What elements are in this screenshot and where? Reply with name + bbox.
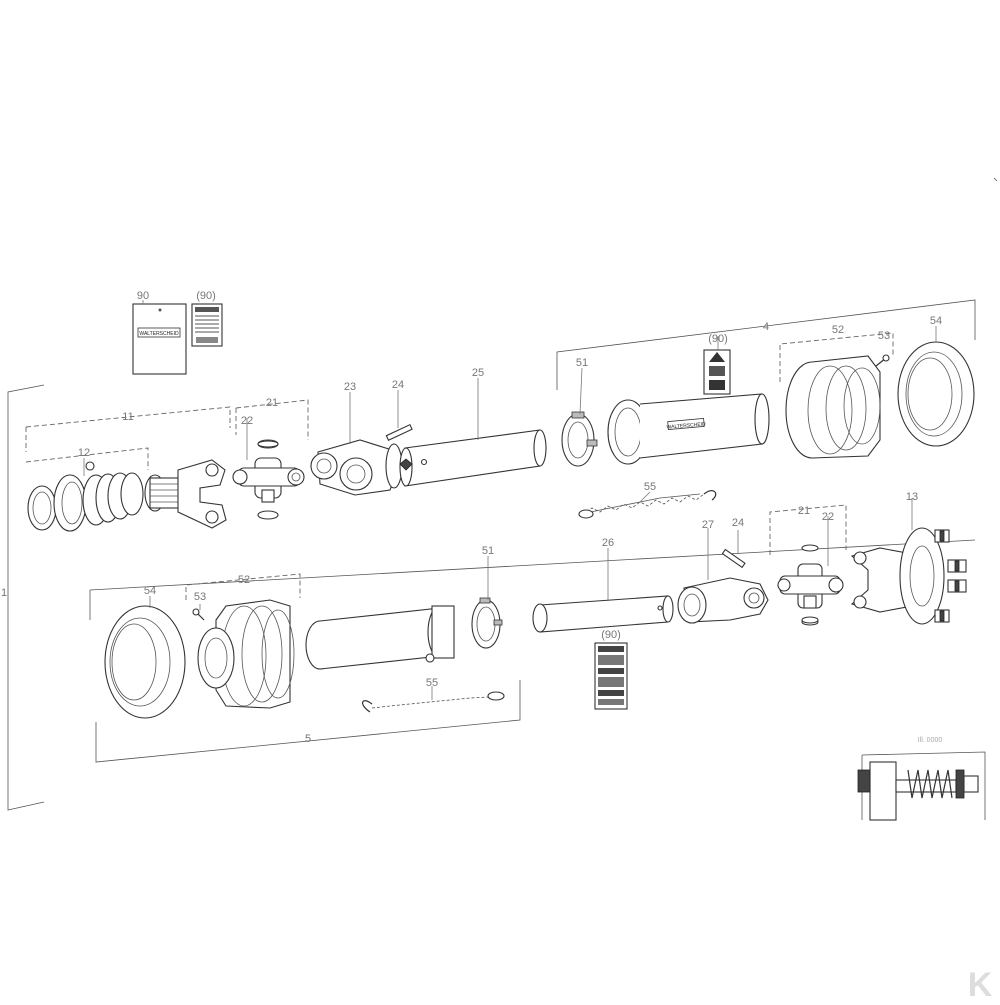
watermark-text: K <box>968 966 993 1000</box>
assembly-bracket-4 <box>556 299 976 390</box>
group-bracket-21-lower <box>769 504 847 555</box>
group-bracket-11 <box>25 406 231 452</box>
assembly-bracket-1 <box>7 384 45 811</box>
part-24-roll-pin-lower <box>721 548 746 569</box>
detail-bolt-spring <box>857 761 979 821</box>
callout-24-upper: 24 <box>392 379 404 391</box>
group-bracket-52-lower <box>185 573 301 600</box>
watermark-logo: K <box>968 966 993 1004</box>
callout-51-upper: 51 <box>576 357 588 369</box>
part-27-outer-yoke <box>677 577 769 624</box>
detail-tag: Ill. 0000 <box>918 737 943 744</box>
part-54-cup-ring-lower <box>104 605 186 719</box>
callout-55-upper: 55 <box>644 481 656 493</box>
callout-24-lower: 24 <box>732 517 744 529</box>
part-13-flange-yoke <box>850 527 967 625</box>
callout-90-decal: (90) <box>708 333 728 345</box>
part-26-inner-tube <box>532 595 674 633</box>
callout-5: 5 <box>305 733 311 745</box>
label-plate-90: WALTERSCHEID <box>132 303 187 375</box>
brand-plate-text: WALTERSCHEID <box>139 331 179 337</box>
callout-90: 90 <box>137 290 149 302</box>
callout-27: 27 <box>702 519 714 531</box>
assembly-line-upper <box>89 539 976 591</box>
part-25-inner-tube <box>399 429 547 487</box>
part-55-safety-chain-lower <box>362 691 505 713</box>
group-bracket-12 <box>25 447 149 470</box>
group-bracket-52-upper <box>779 332 894 382</box>
part-23-inner-yoke <box>310 439 403 496</box>
part-5-guard-tube <box>305 605 455 670</box>
callout-52-upper: 52 <box>832 324 844 336</box>
callout-90-alt: (90) <box>196 290 216 302</box>
part-11-splined-yoke <box>144 459 227 529</box>
callout-52-lower: 52 <box>238 574 250 586</box>
callout-1: 1 <box>1 587 7 599</box>
callout-13: 13 <box>906 491 918 503</box>
callout-54-lower: 54 <box>144 585 156 597</box>
callout-21-upper: 21 <box>266 397 278 409</box>
part-55-safety-chain <box>578 490 717 519</box>
callout-22-upper: 22 <box>241 415 253 427</box>
callout-54-upper: 54 <box>930 315 942 327</box>
part-53-screw-lower <box>192 608 205 621</box>
part-4-guard-tube: WALTERSCHEID <box>607 393 770 465</box>
warning-decal-upper <box>703 349 731 395</box>
part-24-roll-pin <box>385 423 413 441</box>
callout-26: 26 <box>602 537 614 549</box>
callout-51-lower: 51 <box>482 545 494 557</box>
label-plate-90-alt <box>191 303 223 347</box>
circlip-upper <box>257 440 279 448</box>
part-12-clutch-rings <box>27 461 144 532</box>
callout-12: 12 <box>78 447 90 459</box>
part-22-cross-journal <box>232 439 305 520</box>
part-54-cup-ring <box>897 341 975 447</box>
part-52-protection-cone-lower <box>197 599 295 709</box>
part-52-protection-cone <box>785 355 881 459</box>
callout-11: 11 <box>122 411 133 423</box>
part-51-bearing-ring-lower <box>471 597 503 649</box>
part-22-cross-journal-lower <box>777 544 844 626</box>
callout-21-lower: 21 <box>798 505 810 517</box>
callout-55-lower: 55 <box>426 677 438 689</box>
callout-4: 4 <box>763 321 769 333</box>
warning-decal-lower <box>594 642 628 710</box>
tube-brand-text: WALTERSCHEID <box>666 421 706 430</box>
part-51-bearing-ring <box>561 411 598 467</box>
callout-53-upper: 53 <box>878 330 890 342</box>
callout-22-lower: 22 <box>822 511 834 523</box>
circlip-lower <box>801 616 819 624</box>
group-bracket-21 <box>235 399 309 440</box>
callout-90-lower: (90) <box>601 629 621 641</box>
callout-23: 23 <box>344 381 356 393</box>
assembly-bracket-5 <box>95 680 521 763</box>
callout-25: 25 <box>472 367 484 379</box>
callout-53-lower: 53 <box>194 591 206 603</box>
leader-lines <box>83 300 937 700</box>
part-53-screw <box>875 354 890 367</box>
